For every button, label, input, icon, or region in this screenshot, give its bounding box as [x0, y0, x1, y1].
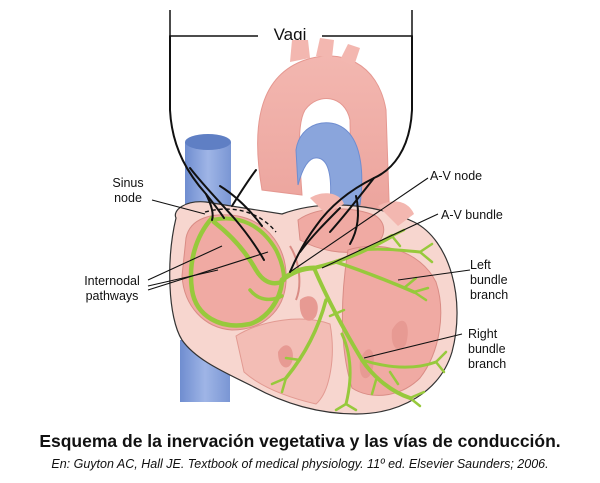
vagi-label: Vagi — [274, 25, 307, 44]
leader-lines — [147, 177, 471, 359]
caption-title: Esquema de la inervación vegetativa y la… — [39, 431, 561, 451]
av-bundle-label: A-V bundle — [441, 208, 503, 222]
heart-body — [169, 193, 458, 415]
caption-source: En: Guyton AC, Hall JE. Textbook of medi… — [51, 457, 549, 471]
av-node-label: A-V node — [430, 169, 482, 183]
conduction-system — [188, 215, 448, 412]
pulmonary-artery — [295, 122, 363, 206]
vagal-nerves — [169, 35, 413, 273]
